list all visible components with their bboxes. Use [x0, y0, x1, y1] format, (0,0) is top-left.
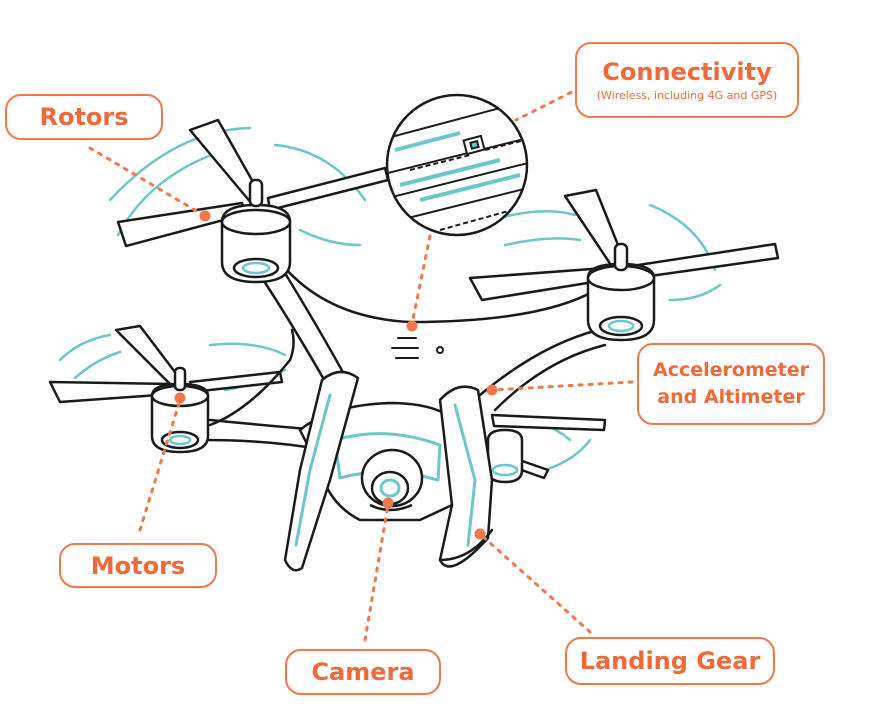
motor-hubs [150, 178, 656, 484]
label-camera: Camera [285, 649, 441, 695]
rotor-blades [48, 118, 780, 480]
leader-accel [490, 380, 634, 392]
leader-landing [478, 532, 592, 634]
label-rotors-text: Rotors [39, 103, 129, 131]
label-landing-gear: Landing Gear [565, 637, 775, 685]
label-motors: Motors [59, 543, 217, 588]
landing-gear [283, 370, 494, 572]
label-connectivity-text: Connectivity [602, 58, 772, 87]
label-camera-text: Camera [311, 658, 415, 686]
leader-motors [138, 398, 182, 532]
label-connectivity-subtext: (Wireless, including 4G and GPS) [596, 89, 778, 103]
label-rotors: Rotors [5, 94, 163, 140]
label-connectivity: Connectivity (Wireless, including 4G and… [575, 42, 799, 118]
label-accelerometer-line1: Accelerometer [653, 359, 809, 382]
signal-waves [391, 337, 444, 359]
leader-dots [174, 210, 498, 540]
label-landing-gear-text: Landing Gear [579, 647, 761, 675]
label-accelerometer: Accelerometer and Altimeter [637, 343, 825, 425]
leader-connectivity [514, 86, 582, 122]
connectivity-zoom [385, 93, 529, 237]
leader-lines [88, 86, 634, 642]
leader-rotors [88, 146, 207, 218]
leader-zoom [410, 234, 432, 326]
leader-camera [363, 503, 390, 642]
label-motors-text: Motors [90, 551, 186, 580]
label-accelerometer-line2: and Altimeter [657, 386, 805, 408]
